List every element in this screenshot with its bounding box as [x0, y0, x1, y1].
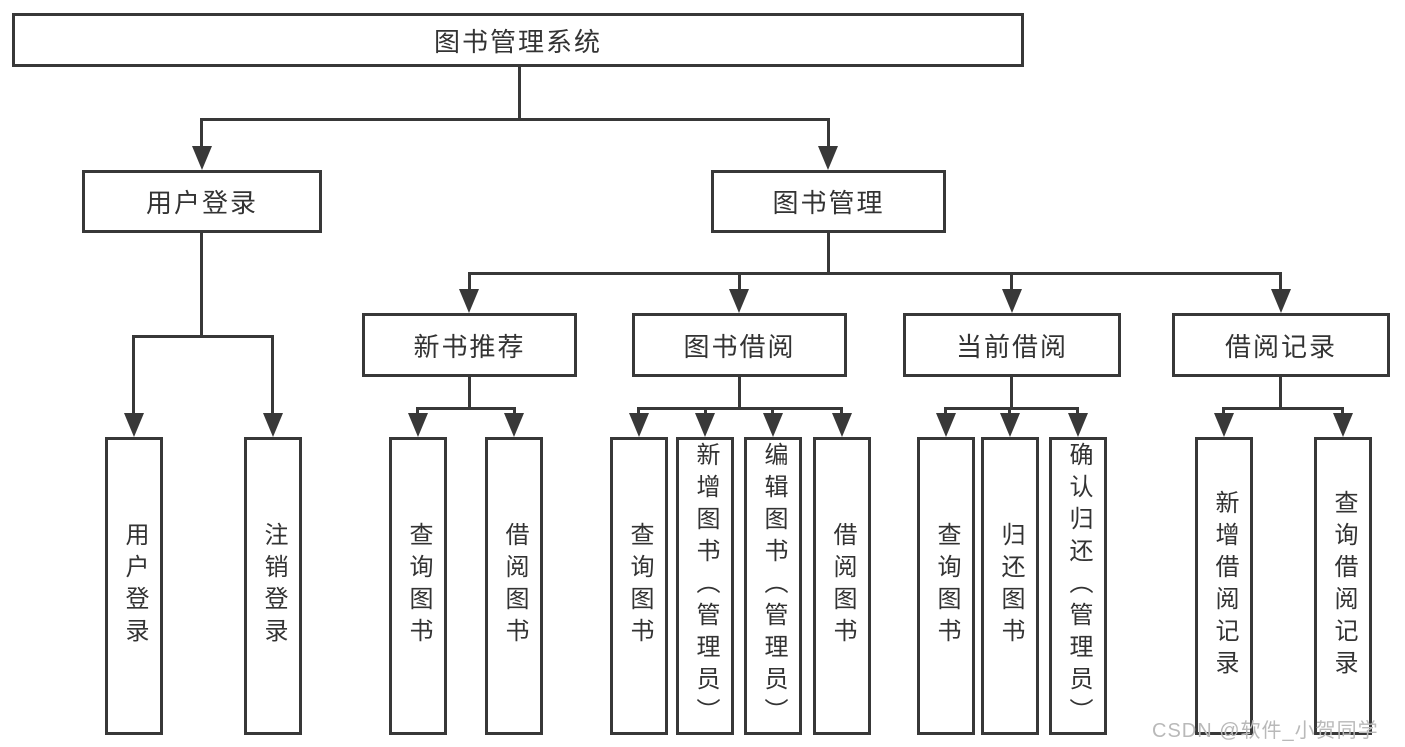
arrow-down-icon — [1068, 413, 1088, 437]
connector-line — [200, 231, 203, 335]
node-book-management: 图书管理 — [711, 170, 946, 233]
node-root: 图书管理系统 — [12, 13, 1024, 67]
node-borrow-records: 借阅记录 — [1172, 313, 1390, 377]
node-new-book-recommend-label: 新书推荐 — [413, 331, 526, 362]
arrow-down-icon — [695, 413, 715, 437]
leaf-borrow-books-recommend: 借阅图书 — [485, 437, 543, 735]
leaf-query-borrow-record-label: 查询借阅记录 — [1330, 490, 1357, 682]
connector-line — [1010, 375, 1013, 407]
connector-line — [1279, 375, 1282, 407]
leaf-query-books-borrow-label: 查询图书 — [626, 522, 653, 650]
leaf-borrow-books-borrow: 借阅图书 — [813, 437, 871, 735]
connector-line — [637, 407, 843, 410]
leaf-add-book-admin-label: 新增图书（管理员） — [692, 442, 719, 730]
connector-line — [944, 407, 947, 417]
connector-line — [1010, 272, 1013, 292]
arrow-down-icon — [936, 413, 956, 437]
node-borrow-records-label: 借阅记录 — [1224, 331, 1337, 362]
connector-line — [704, 407, 707, 417]
connector-line — [944, 407, 1079, 410]
arrow-down-icon — [1000, 413, 1020, 437]
arrow-down-icon — [629, 413, 649, 437]
leaf-query-books-current-label: 查询图书 — [933, 522, 960, 650]
arrow-down-icon — [504, 413, 524, 437]
arrow-down-icon — [459, 289, 479, 313]
leaf-add-borrow-record: 新增借阅记录 — [1195, 437, 1253, 735]
node-book-borrow: 图书借阅 — [632, 313, 847, 377]
leaf-user-login-label: 用户登录 — [121, 522, 148, 650]
leaf-confirm-return-admin-label: 确认归还（管理员） — [1065, 442, 1092, 730]
connector-line — [518, 66, 521, 118]
node-book-borrow-label: 图书借阅 — [683, 331, 796, 362]
connector-line — [271, 335, 274, 417]
leaf-borrow-books-recommend-label: 借阅图书 — [501, 522, 528, 650]
connector-line — [468, 272, 1281, 275]
arrow-down-icon — [263, 413, 283, 437]
node-current-borrow: 当前借阅 — [903, 313, 1121, 377]
node-current-borrow-label: 当前借阅 — [955, 331, 1068, 362]
leaf-query-books-recommend: 查询图书 — [389, 437, 447, 735]
arrow-down-icon — [408, 413, 428, 437]
connector-line — [1222, 407, 1344, 410]
csdn-watermark: CSDN @软件_小贺同学 — [1152, 720, 1379, 742]
leaf-confirm-return-admin: 确认归还（管理员） — [1049, 437, 1107, 735]
connector-line — [738, 272, 741, 292]
connector-line — [1008, 407, 1011, 417]
arrow-down-icon — [192, 146, 212, 170]
connector-line — [771, 407, 774, 417]
connector-line — [132, 335, 135, 417]
leaf-query-books-current: 查询图书 — [917, 437, 975, 735]
connector-line — [637, 407, 640, 417]
leaf-borrow-books-borrow-label: 借阅图书 — [829, 522, 856, 650]
leaf-return-books-label: 归还图书 — [997, 522, 1024, 650]
node-user-login-label: 用户登录 — [145, 188, 258, 218]
connector-line — [416, 407, 419, 417]
connector-line — [416, 407, 516, 410]
arrow-down-icon — [832, 413, 852, 437]
connector-line — [132, 335, 274, 338]
node-root-label: 图书管理系统 — [433, 26, 602, 57]
leaf-logout-label: 注销登录 — [260, 522, 287, 650]
connector-line — [1076, 407, 1079, 417]
leaf-return-books: 归还图书 — [981, 437, 1039, 735]
node-book-management-label: 图书管理 — [772, 188, 885, 218]
leaf-add-book-admin: 新增图书（管理员） — [676, 437, 734, 735]
connector-line — [468, 375, 471, 407]
connector-line — [738, 375, 741, 407]
leaf-edit-book-admin: 编辑图书（管理员） — [744, 437, 802, 735]
arrow-down-icon — [763, 413, 783, 437]
connector-line — [1341, 407, 1344, 417]
arrow-down-icon — [818, 146, 838, 170]
connector-line — [468, 272, 471, 292]
leaf-logout: 注销登录 — [244, 437, 302, 735]
arrow-down-icon — [1333, 413, 1353, 437]
connector-line — [1279, 272, 1282, 292]
leaf-query-books-borrow: 查询图书 — [610, 437, 668, 735]
arrow-down-icon — [124, 413, 144, 437]
arrow-down-icon — [1002, 289, 1022, 313]
connector-line — [827, 118, 830, 150]
connector-line — [1222, 407, 1225, 417]
connector-line — [840, 407, 843, 417]
connector-line — [200, 118, 203, 150]
node-new-book-recommend: 新书推荐 — [362, 313, 577, 377]
connector-line — [513, 407, 516, 417]
leaf-query-books-recommend-label: 查询图书 — [405, 522, 432, 650]
arrow-down-icon — [1271, 289, 1291, 313]
leaf-add-borrow-record-label: 新增借阅记录 — [1211, 490, 1238, 682]
connector-line — [827, 231, 830, 272]
leaf-query-borrow-record: 查询借阅记录 — [1314, 437, 1372, 735]
node-user-login: 用户登录 — [82, 170, 322, 233]
arrow-down-icon — [1214, 413, 1234, 437]
connector-line — [200, 118, 830, 121]
leaf-user-login: 用户登录 — [105, 437, 163, 735]
leaf-edit-book-admin-label: 编辑图书（管理员） — [760, 442, 787, 730]
arrow-down-icon — [729, 289, 749, 313]
